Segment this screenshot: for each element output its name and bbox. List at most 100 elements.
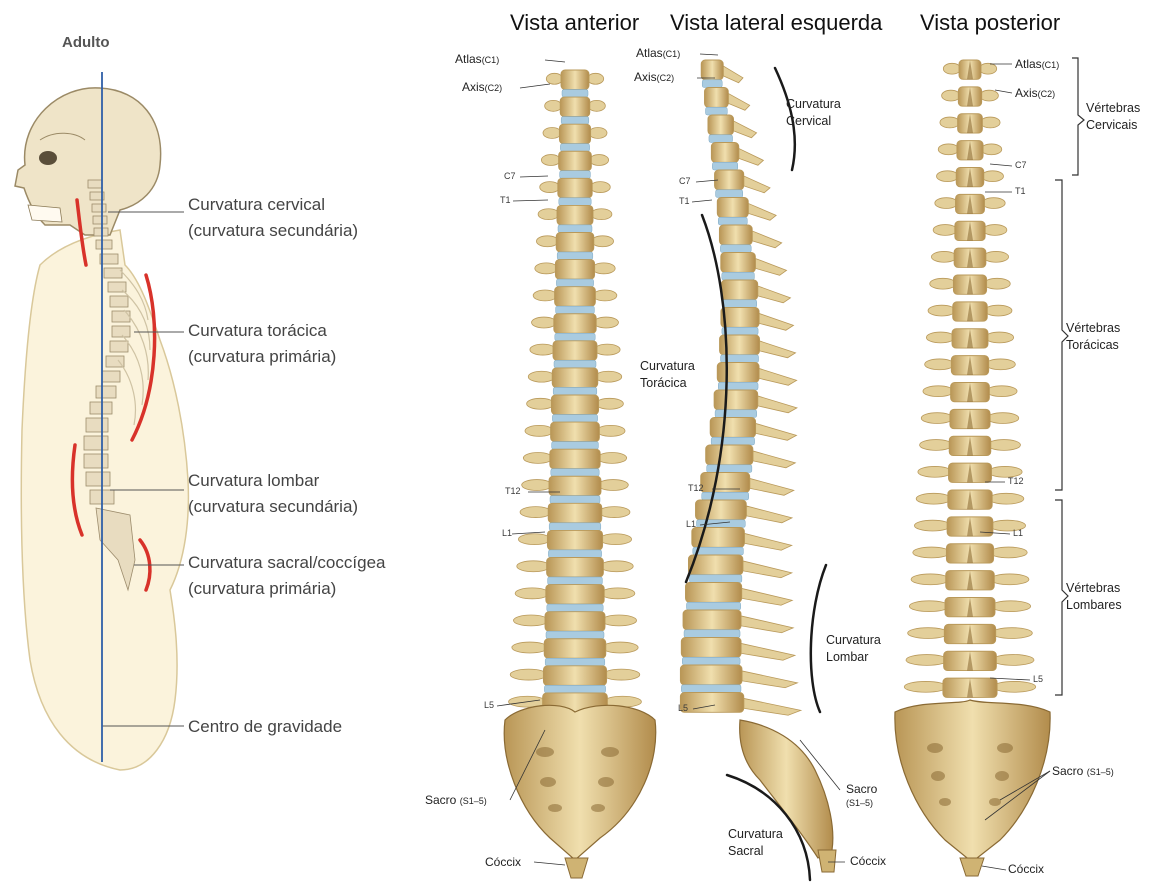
vertebral-body — [714, 390, 758, 410]
lateral-coccyx-label: Cóccix — [850, 854, 886, 868]
anterior-l5-label: L5 — [484, 700, 494, 710]
lateral-atlas-label: Atlas(C1) — [636, 46, 680, 60]
transverse-process — [532, 317, 557, 328]
adult-heading: Adulto — [62, 34, 109, 51]
transverse-process — [512, 642, 548, 653]
transverse-process — [986, 386, 1017, 397]
transverse-process — [985, 332, 1014, 343]
lumbar-curvature-label: Curvatura lombar (curvatura secundária) — [188, 468, 358, 520]
spinous-process — [741, 643, 795, 660]
spinous-process — [734, 121, 757, 138]
anterior-t12-label: T12 — [505, 486, 521, 496]
intervertebral-disc — [552, 442, 599, 450]
posterior-sacrum — [895, 700, 1050, 862]
lateral-spine — [680, 60, 836, 880]
spinous-process — [753, 451, 795, 468]
intervertebral-disc — [718, 217, 747, 225]
transverse-process — [546, 73, 562, 84]
intervertebral-disc — [681, 685, 741, 693]
vertebral-body — [715, 170, 744, 190]
intervertebral-disc — [557, 252, 593, 260]
transverse-process — [983, 225, 1007, 236]
transverse-process — [937, 171, 959, 182]
transverse-process — [938, 144, 959, 155]
anterior-l1-label: L1 — [502, 528, 512, 538]
vertebral-body — [544, 639, 606, 659]
adult-figure — [15, 72, 188, 770]
gravity-label: Centro de gravidade — [188, 714, 342, 740]
transverse-process — [982, 198, 1005, 209]
spinous-process — [742, 588, 793, 605]
anterior-axis-label: Axis(C2) — [462, 80, 502, 94]
vertebral-body — [711, 143, 738, 163]
lateral-sacrum-label: Sacro(S1–5) — [846, 782, 877, 810]
vertebral-body — [708, 115, 734, 135]
sacral-curvature-name: Curvatura sacral/coccígea — [188, 550, 385, 576]
transverse-process — [989, 493, 1024, 504]
cervical-curvature-type: (curvatura secundária) — [188, 218, 358, 244]
vertebral-body — [546, 585, 604, 605]
anterior-sacrum-label: Sacro (S1–5) — [425, 793, 487, 807]
transverse-process — [914, 520, 950, 531]
vertebral-body — [680, 665, 742, 685]
intervertebral-disc — [702, 492, 749, 500]
lateral-l5-label: L5 — [678, 703, 688, 713]
vertebral-body — [717, 198, 748, 218]
vertebral-body — [547, 558, 604, 578]
posterior-l5-label: L5 — [1033, 674, 1043, 684]
vertebral-body — [701, 60, 723, 80]
intervertebral-disc — [707, 465, 752, 473]
vertebral-body — [553, 341, 597, 361]
vertebral-body — [550, 449, 600, 469]
transverse-process — [599, 507, 630, 518]
transverse-process — [984, 278, 1010, 289]
intervertebral-disc — [558, 225, 592, 233]
transverse-process — [911, 574, 949, 585]
vertebral-body — [683, 610, 741, 630]
vertebral-body — [559, 124, 590, 143]
vertebral-body — [685, 583, 741, 603]
transverse-process — [992, 655, 1034, 666]
thoracic-curvature-type: (curvatura primária) — [188, 344, 336, 370]
transverse-process — [527, 398, 555, 409]
lateral-lumbar-bracket — [811, 565, 826, 712]
transverse-process — [979, 63, 996, 74]
vertebral-body — [695, 500, 746, 520]
transverse-process — [525, 425, 553, 436]
posterior-spine — [895, 58, 1084, 876]
transverse-process — [510, 669, 547, 680]
intervertebral-disc — [709, 135, 733, 143]
vertebral-body — [557, 205, 593, 225]
spinous-process — [746, 506, 792, 523]
transverse-process — [520, 507, 551, 518]
spinous-process — [744, 533, 791, 550]
transverse-process — [528, 371, 555, 382]
transverse-process — [587, 73, 603, 84]
transverse-process — [535, 263, 558, 274]
transverse-process — [913, 547, 950, 558]
transverse-process — [935, 198, 958, 209]
spinous-process — [759, 368, 797, 385]
transverse-process — [530, 344, 556, 355]
transverse-process — [920, 440, 953, 451]
anterior-sacrum — [504, 705, 656, 860]
spinous-process — [750, 478, 794, 495]
intervertebral-disc — [686, 602, 740, 610]
thoracic-curvature-label: Curvatura torácica (curvatura primária) — [188, 318, 336, 370]
posterior-coccyx — [960, 858, 984, 876]
transverse-process — [909, 601, 949, 612]
vertebral-body — [558, 178, 592, 198]
transverse-process — [928, 305, 955, 316]
vertebral-body — [560, 97, 590, 117]
intervertebral-disc — [545, 658, 605, 666]
intervertebral-disc — [696, 520, 745, 528]
spinous-process — [739, 148, 764, 165]
anterior-spine — [504, 70, 656, 878]
intervertebral-disc — [702, 80, 722, 88]
intervertebral-disc — [705, 107, 727, 115]
intervertebral-disc — [550, 496, 600, 504]
vertebral-body — [704, 88, 728, 108]
spinous-process — [758, 286, 791, 303]
posterior-coccyx-label: Cóccix — [1008, 862, 1044, 876]
